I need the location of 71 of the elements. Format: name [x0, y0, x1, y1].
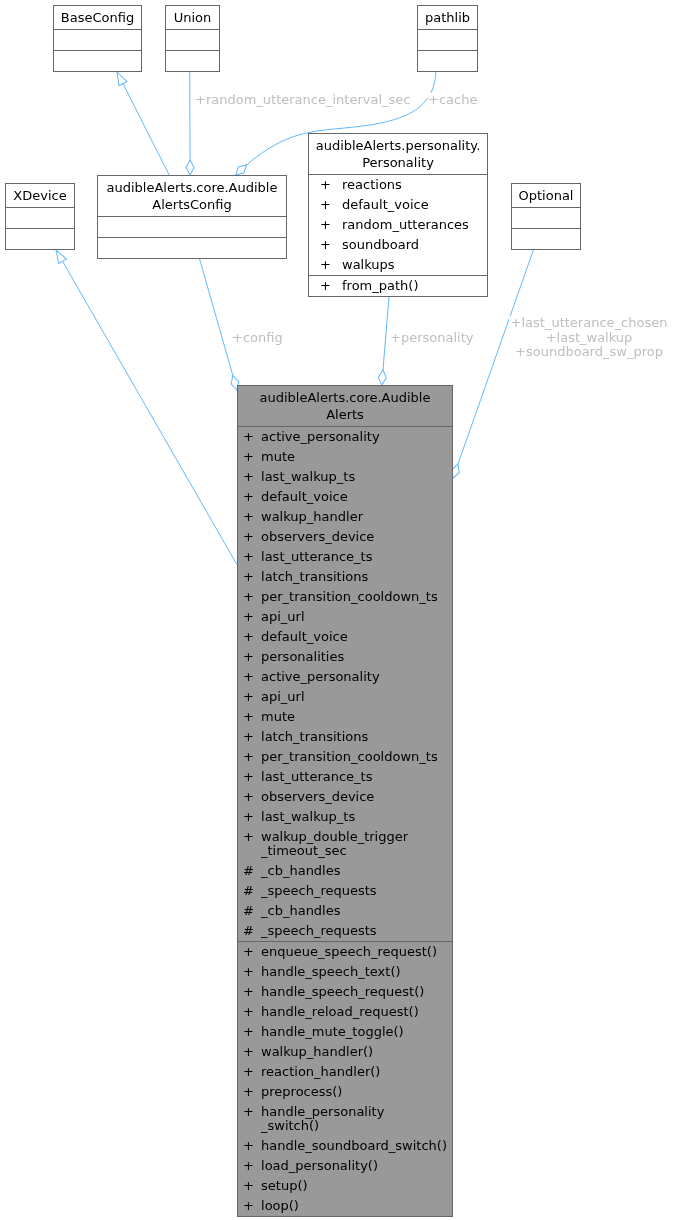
attribute-entry: # _cb_handles: [243, 902, 341, 920]
class-box: [237, 385, 453, 1217]
attribute-entry: + soundboard: [320, 236, 420, 254]
class-name: audibleAlerts.personality. Personality: [314, 137, 482, 171]
method-entry: + load_personality(): [243, 1157, 378, 1175]
attribute-entry: + last_walkup_ts: [243, 468, 356, 486]
method-entry: + handle_reload_request(): [243, 1003, 419, 1021]
method-entry: + handle_mute_toggle(): [243, 1023, 404, 1041]
method-entry: + preprocess(): [243, 1083, 343, 1101]
attribute-entry: # _speech_requests: [243, 922, 377, 940]
attribute-entry: + per_transition_cooldown_ts: [243, 748, 438, 766]
attribute-entry: + walkups: [320, 256, 395, 274]
generalization-arrow: [55, 249, 238, 566]
class-name: BaseConfig: [60, 9, 135, 26]
attribute-entry: + mute: [243, 448, 296, 466]
generalization-arrow: [116, 71, 170, 176]
attribute-entry: + reactions: [320, 176, 402, 194]
class-box: [511, 183, 581, 250]
attribute-entry: + default_voice: [320, 196, 429, 214]
attribute-entry: + last_walkup_ts: [243, 808, 356, 826]
aggregation-line: [377, 296, 390, 386]
class-name: XDevice: [13, 187, 67, 204]
attribute-entry: + latch_transitions: [243, 728, 369, 746]
aggregation-line: [199, 258, 240, 391]
attribute-entry: # _cb_handles: [243, 862, 341, 880]
aggregation-line: [185, 71, 195, 176]
class-name: audibleAlerts.core.Audible Alerts: [258, 389, 432, 423]
method-entry: + handle_speech_request(): [243, 983, 425, 1001]
method-entry: + handle_personality _switch(): [243, 1103, 386, 1135]
attribute-entry: + personalities: [243, 648, 345, 666]
method-entry: + handle_soundboard_switch(): [243, 1137, 447, 1155]
edge-label: +last_utterance_chosen +last_walkup +soundboard_sw_prop: [509, 316, 669, 360]
class-name: Union: [173, 9, 212, 26]
attribute-entry: + active_personality: [243, 428, 380, 446]
class-box: [5, 183, 75, 250]
attribute-entry: + walkup_double_trigger _timeout_sec: [243, 828, 410, 860]
class-box: [165, 5, 220, 72]
attribute-entry: + mute: [243, 708, 296, 726]
attribute-entry: + api_url: [243, 688, 305, 706]
attribute-entry: + walkup_handler: [243, 508, 363, 526]
attribute-entry: + per_transition_cooldown_ts: [243, 588, 438, 606]
class-name: audibleAlerts.core.Audible AlertsConfig: [105, 179, 279, 213]
edge-label: +config: [232, 331, 283, 346]
attribute-entry: + last_utterance_ts: [243, 548, 373, 566]
method-entry: + handle_speech_text(): [243, 963, 401, 981]
method-entry: + loop(): [243, 1197, 299, 1215]
attribute-entry: + active_personality: [243, 668, 380, 686]
method-entry: + enqueue_speech_request(): [243, 943, 437, 961]
aggregation-line: [235, 71, 437, 176]
attribute-entry: + last_utterance_ts: [243, 768, 373, 786]
class-box: [308, 133, 488, 297]
method-entry: + reaction_handler(): [243, 1063, 381, 1081]
class-box: [53, 5, 142, 72]
method-entry: + setup(): [243, 1177, 308, 1195]
class-name: pathlib: [425, 9, 470, 26]
class-box: [417, 5, 478, 72]
class-box: [97, 175, 287, 259]
attribute-entry: + random_utterances: [320, 216, 469, 234]
attribute-entry: + default_voice: [243, 488, 348, 506]
attribute-entry: + default_voice: [243, 628, 348, 646]
edge-label: +personality: [390, 331, 474, 346]
attribute-entry: # _speech_requests: [243, 882, 377, 900]
method-entry: + from_path(): [320, 277, 419, 295]
edge-label: +random_utterance_interval_sec: [195, 93, 411, 108]
method-entry: + walkup_handler(): [243, 1043, 374, 1061]
attribute-entry: + observers_device: [243, 788, 375, 806]
aggregation-line: [451, 249, 534, 479]
attribute-entry: + api_url: [243, 608, 305, 626]
attribute-entry: + observers_device: [243, 528, 375, 546]
attribute-entry: + latch_transitions: [243, 568, 369, 586]
class-name: Optional: [518, 187, 574, 204]
